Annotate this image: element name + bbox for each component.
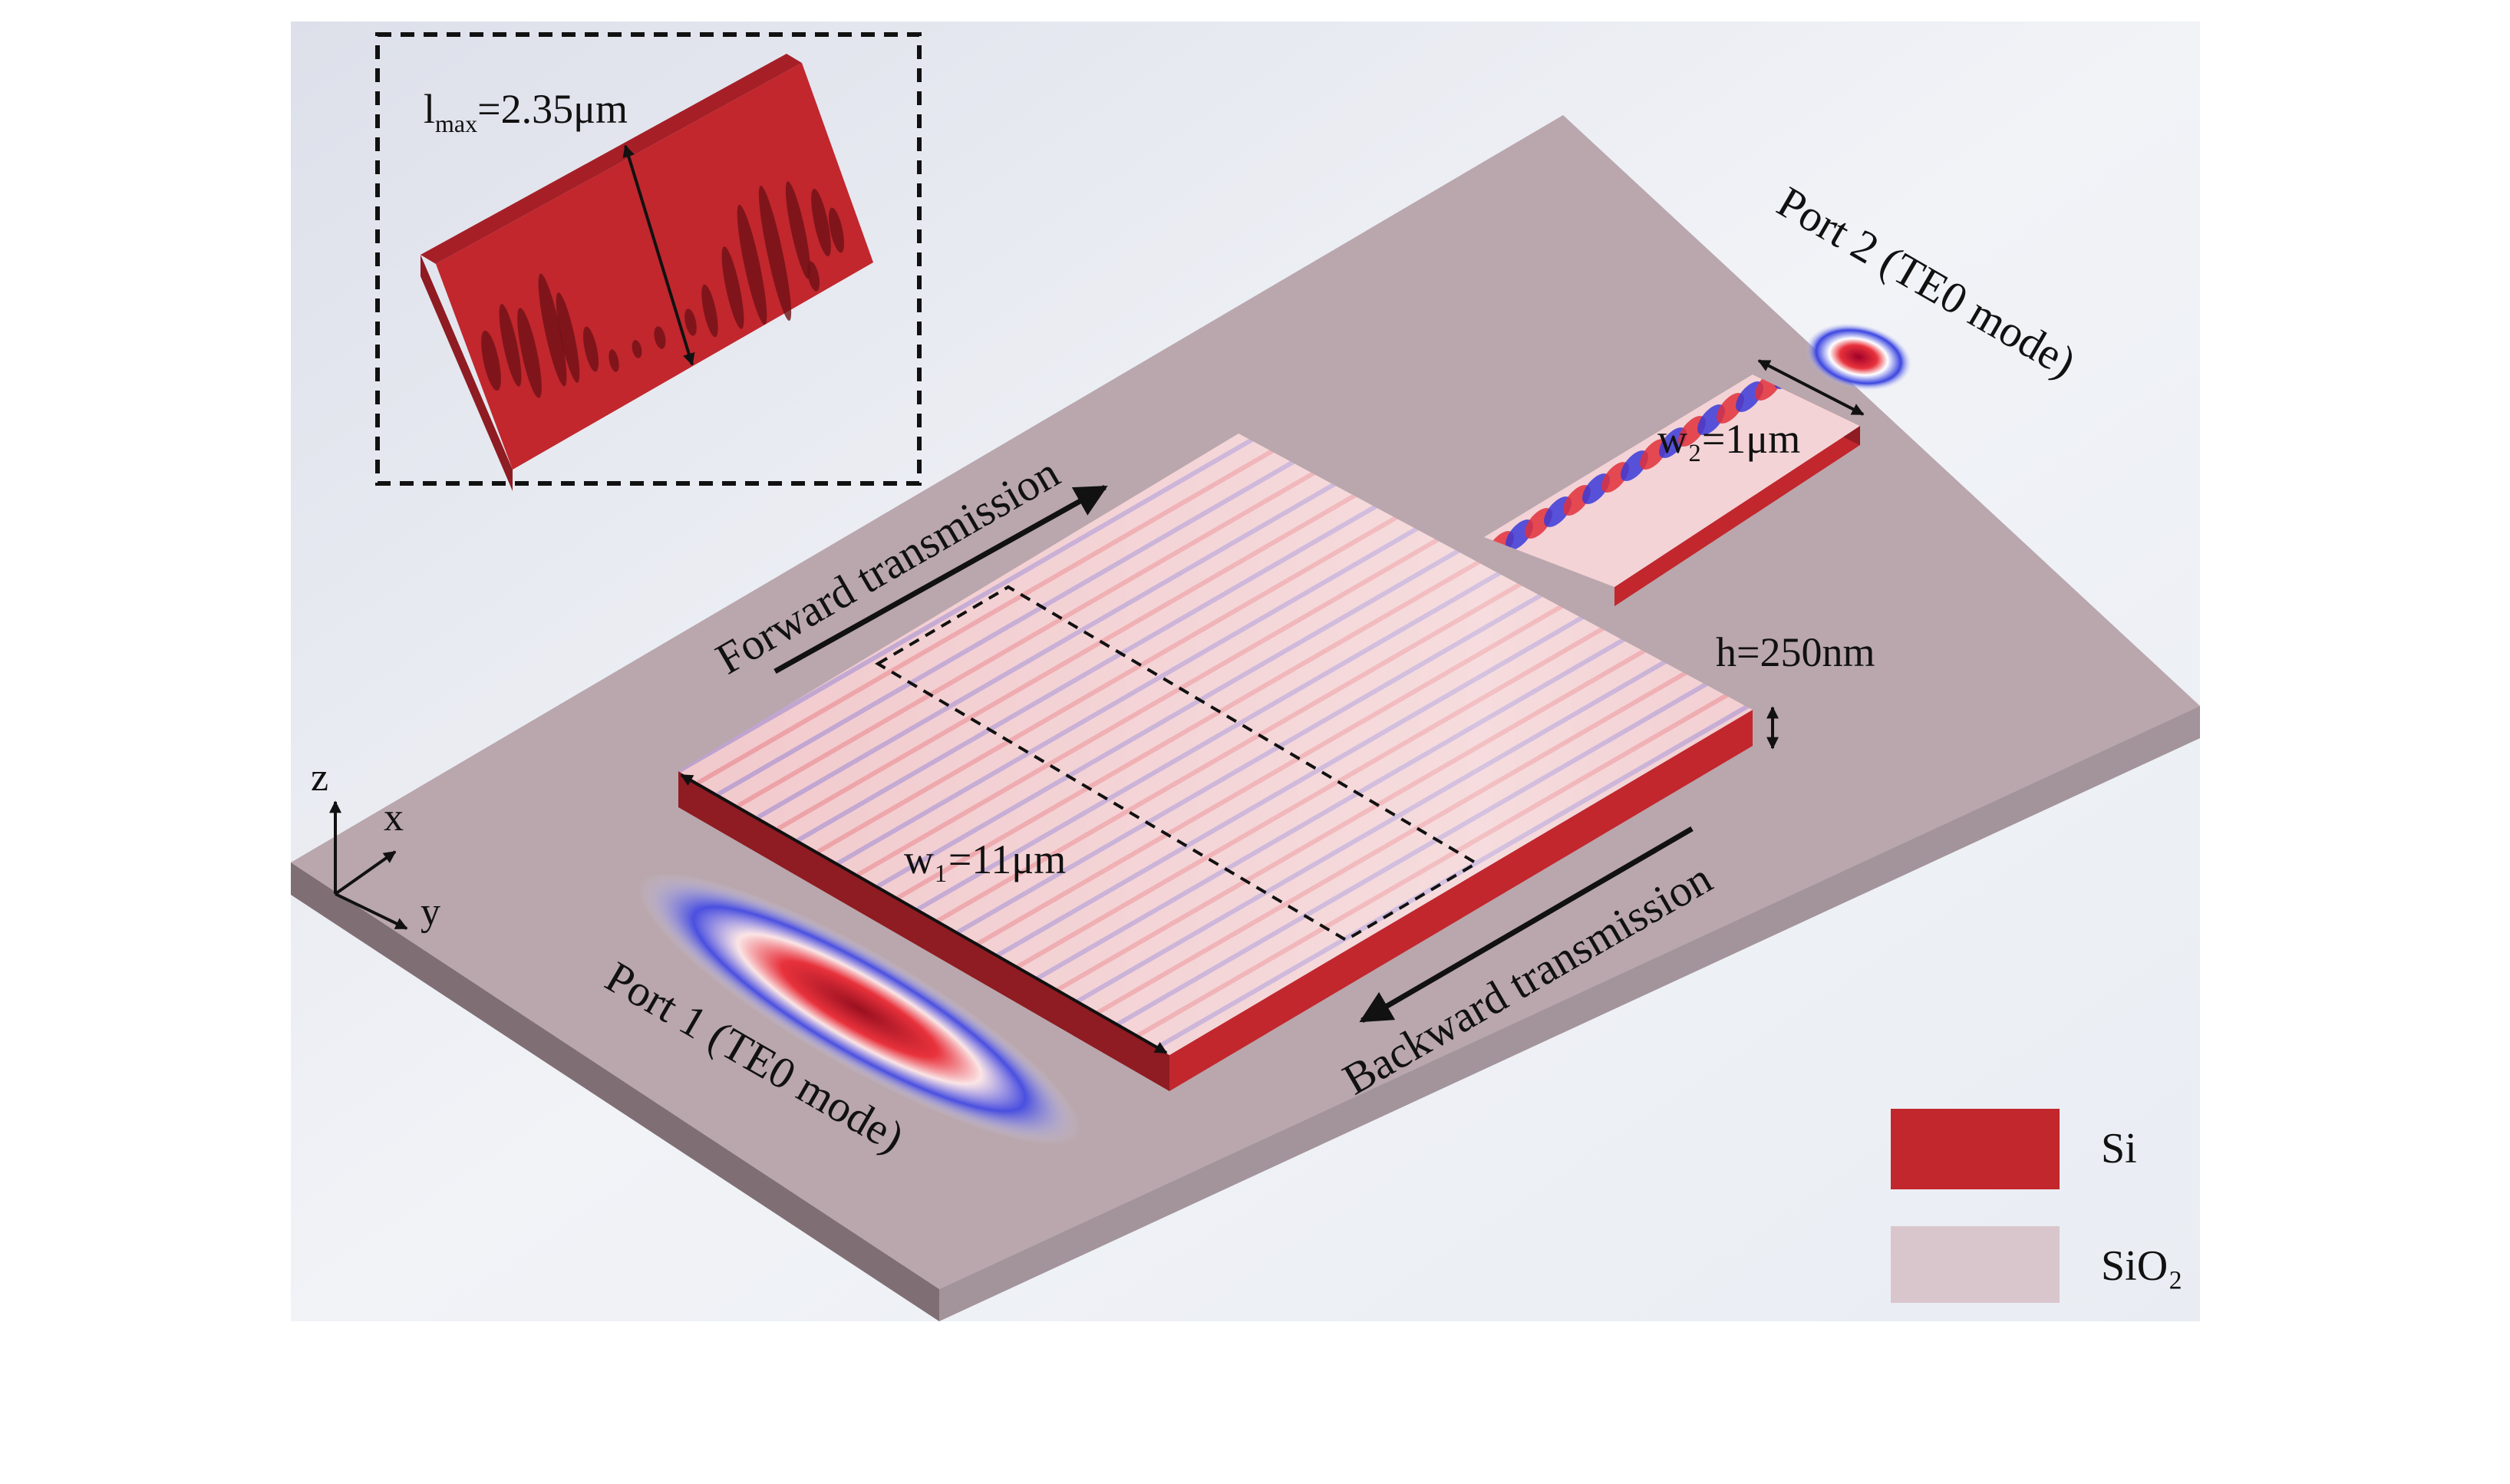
h-label: h=250nm — [1716, 629, 1875, 675]
inset-hole — [828, 207, 845, 253]
inset-panel: lmax=2.35μm — [375, 32, 922, 491]
w1-dimension-arrow — [680, 773, 1168, 1054]
backward-transmission-arrow — [1359, 826, 1694, 1024]
y-axis-arrow — [335, 892, 408, 930]
design-area-outline — [875, 585, 1479, 942]
inset-hole — [811, 188, 831, 257]
inset-hole — [785, 181, 811, 279]
lmax-dimension-arrow — [622, 144, 695, 366]
lmax-subscript: max — [435, 110, 477, 137]
waveguide-side — [1615, 426, 1860, 606]
region-side-right — [1169, 710, 1753, 1091]
z-axis-label: z — [311, 756, 328, 800]
legend-swatch-sio2 — [1891, 1226, 2060, 1303]
w2-label: w₂=1μm — [1657, 416, 1800, 462]
x-axis-arrow — [334, 850, 397, 895]
x-axis-label: x — [384, 796, 404, 839]
inset-hole — [517, 308, 542, 398]
substrate-side-right — [939, 706, 2200, 1321]
inset-hole — [737, 204, 767, 325]
inset-border — [375, 32, 922, 486]
legend-swatch-si — [1891, 1109, 2060, 1189]
svg-text:lmax=2.35μm: lmax=2.35μm — [424, 86, 628, 137]
inset-block-top — [421, 54, 802, 264]
forward-transmission-arrow — [773, 484, 1108, 674]
lmax-value: =2.35μm — [477, 86, 628, 132]
inset-hole — [582, 326, 599, 372]
w1-label: w₁=11μm — [904, 836, 1066, 882]
substrate-side-left — [291, 862, 939, 1321]
legend-label-sio2: SiO₂ — [2101, 1242, 2183, 1290]
inset-hole — [806, 261, 820, 292]
inset-block-side — [421, 255, 513, 491]
coordinate-axes: z x y — [311, 756, 440, 934]
legend: Si SiO₂ — [1891, 1109, 2183, 1303]
waveguide-top — [1484, 374, 1860, 587]
inset-hole — [556, 292, 580, 383]
inset-hole — [721, 246, 744, 329]
inset-hole — [758, 185, 792, 322]
inset-hole — [609, 349, 619, 372]
lmax-label: l — [424, 86, 435, 132]
inset-holes — [481, 181, 845, 398]
legend-label-si: Si — [2101, 1125, 2137, 1172]
inset-hole — [499, 304, 522, 387]
inset-hole — [481, 330, 501, 391]
y-axis-label: y — [421, 890, 440, 934]
inset-hole — [538, 273, 567, 387]
w2-dimension-arrow — [1757, 359, 1865, 416]
inset-hole — [701, 284, 718, 338]
